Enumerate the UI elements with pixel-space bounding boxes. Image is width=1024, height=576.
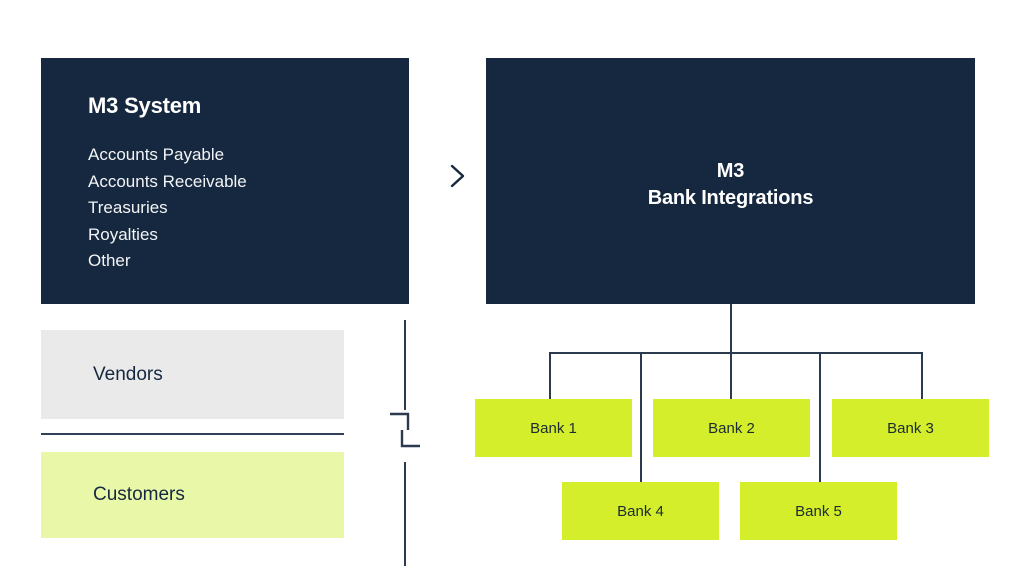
connector-bus <box>549 352 923 354</box>
m3-system-panel[interactable] <box>41 58 409 304</box>
list-item: Treasuries <box>88 198 168 218</box>
customers-box[interactable]: Customers <box>41 452 344 538</box>
integration-title-line1: M3 <box>716 160 745 182</box>
connector-drop-bank-3 <box>921 352 923 402</box>
bank-label: Bank 3 <box>887 419 934 437</box>
separator-line-upper <box>404 320 406 410</box>
chevron-right-icon <box>447 160 469 192</box>
list-item: Accounts Receivable <box>88 171 247 191</box>
bank-label: Bank 5 <box>795 502 842 520</box>
vendors-label: Vendors <box>93 363 163 385</box>
bank-box-1[interactable]: Bank 1 <box>475 399 632 457</box>
list-item: Royalties <box>88 224 158 244</box>
connector-drop-bank-4 <box>640 352 642 485</box>
m3-system-module-list: Accounts Payable Accounts Receivable Tre… <box>88 142 247 275</box>
separator-jog-icon <box>388 408 422 452</box>
bank-label: Bank 2 <box>708 419 755 437</box>
vendors-box[interactable]: Vendors <box>41 330 344 419</box>
connector-drop-bank-1 <box>549 352 551 402</box>
actor-divider <box>41 433 344 435</box>
bank-label: Bank 1 <box>530 419 577 437</box>
separator-line-lower <box>404 462 406 566</box>
list-item: Accounts Payable <box>88 145 225 164</box>
list-item: Other <box>88 251 131 271</box>
connector-drop-bank-5 <box>819 352 821 485</box>
m3-system-title: M3 System <box>88 93 202 118</box>
bank-box-3[interactable]: Bank 3 <box>832 399 989 457</box>
m3-bank-integrations-panel[interactable]: M3 Bank Integrations <box>486 58 975 304</box>
bank-box-2[interactable]: Bank 2 <box>653 399 810 457</box>
customers-label: Customers <box>93 484 185 505</box>
bank-box-5[interactable]: Bank 5 <box>740 482 897 540</box>
connector-trunk <box>730 304 732 353</box>
integration-title-line2: Bank Integrations <box>647 187 814 209</box>
connector-drop-bank-2 <box>730 352 732 402</box>
bank-box-4[interactable]: Bank 4 <box>562 482 719 540</box>
bank-label: Bank 4 <box>617 502 664 520</box>
